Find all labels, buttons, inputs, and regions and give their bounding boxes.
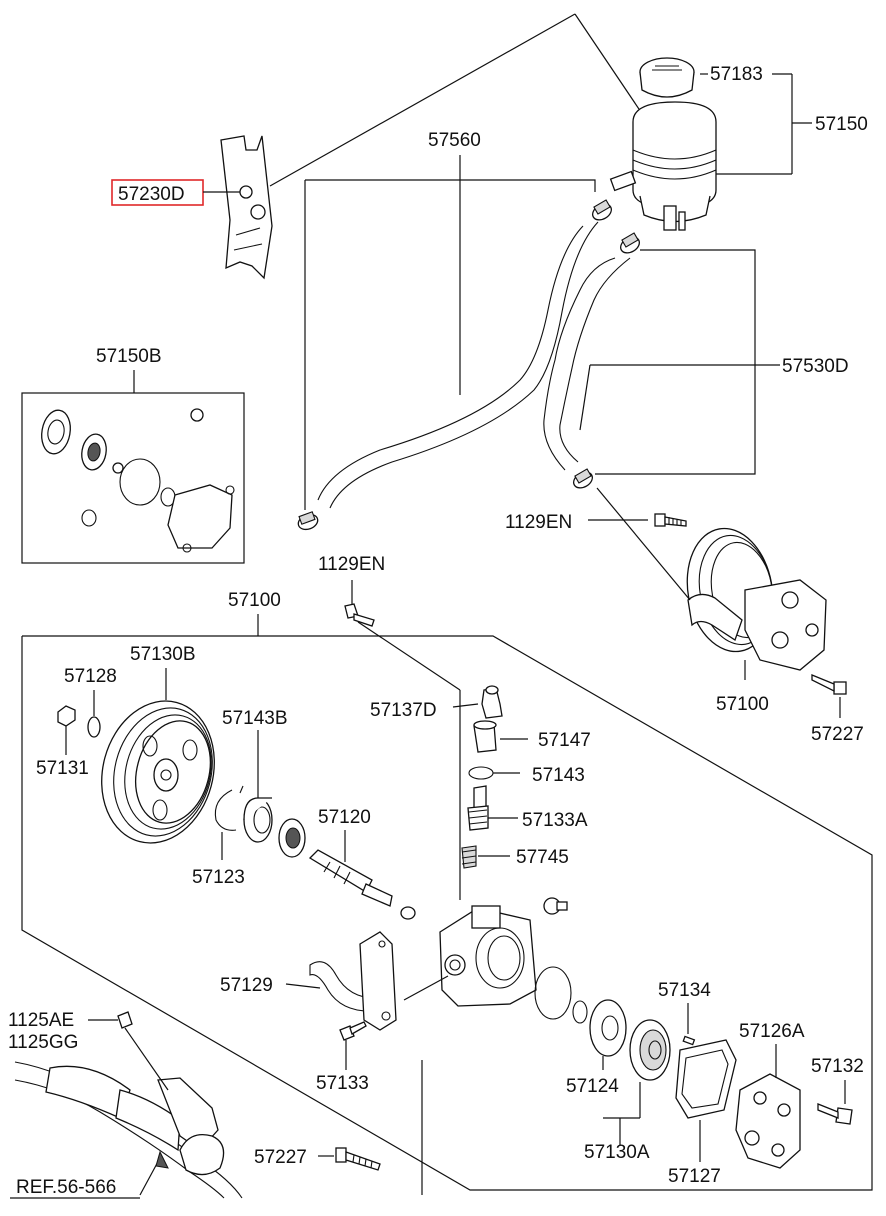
bearing [41, 409, 71, 455]
pump-housing [357, 621, 568, 1007]
pump-assembly-small [588, 487, 847, 718]
label-57133: 57133 [316, 1073, 369, 1094]
shaft-57120 [308, 830, 416, 920]
assembly-outline [21, 13, 873, 1195]
label-1125AE: 1125AE [8, 1010, 74, 1031]
steering-rack [14, 1011, 243, 1199]
label-57147: 57147 [538, 730, 591, 751]
label-57227-lower: 57227 [254, 1147, 307, 1168]
bolt-57227 [811, 674, 847, 695]
label-57126A: 57126A [739, 1021, 805, 1042]
pin-57134 [682, 1003, 696, 1046]
seal-57143B [278, 818, 306, 858]
label-57150B: 57150B [96, 346, 162, 367]
bolt-1129EN [654, 513, 687, 527]
gasket-57127 [675, 1039, 737, 1162]
label-ref: REF.56-566 [16, 1177, 116, 1198]
label-57745: 57745 [516, 847, 569, 868]
label-1129EN-upper: 1129EN [505, 512, 572, 533]
label-1129EN-lower: 1129EN [318, 554, 385, 575]
hose-clamp [297, 511, 319, 531]
rotor-57130A [603, 1019, 671, 1145]
cam-ring-57124 [534, 966, 627, 1070]
label-1125GG: 1125GG [8, 1032, 78, 1053]
label-57143B: 57143B [222, 708, 288, 729]
kit-box-57150B [21, 392, 245, 564]
label-57123: 57123 [192, 867, 245, 888]
label-57183: 57183 [710, 64, 763, 85]
kit-contents [41, 370, 235, 553]
label-57137D: 57137D [370, 700, 437, 721]
bracket-57230D [220, 135, 273, 280]
bolt-1129EN-lower [344, 580, 375, 627]
cover-57126A [735, 1044, 801, 1169]
hose-clamp [620, 232, 640, 254]
reservoir [609, 57, 717, 231]
bearing-57143B [243, 730, 273, 843]
label-57128: 57128 [64, 666, 117, 687]
label-57130B: 57130B [130, 644, 196, 665]
label-57530D: 57530D [782, 356, 849, 377]
label-57131: 57131 [36, 758, 89, 779]
seal [81, 433, 107, 471]
label-57129: 57129 [220, 975, 273, 996]
label-57124: 57124 [566, 1076, 619, 1097]
label-57230D: 57230D [118, 184, 185, 205]
label-57100-main: 57100 [228, 590, 281, 611]
label-57143: 57143 [532, 765, 585, 786]
bolt-57133 [339, 1021, 367, 1070]
valve-stack [452, 685, 528, 869]
label-57120: 57120 [318, 807, 371, 828]
label-57100-right: 57100 [716, 694, 769, 715]
bolt-57132 [817, 1080, 853, 1125]
pipe-57129 [285, 931, 397, 1031]
hose-57530D [543, 232, 756, 489]
callout-labels: 57183 57150 57560 57230D 57530D 57150B 1… [8, 64, 868, 1199]
label-57134: 57134 [658, 980, 711, 1001]
label-57227-right: 57227 [811, 724, 864, 745]
nut-57131 [57, 705, 76, 755]
washer-57128 [87, 690, 101, 738]
label-57132: 57132 [811, 1056, 864, 1077]
label-57560: 57560 [428, 130, 481, 151]
label-57130A: 57130A [584, 1142, 650, 1163]
label-57127: 57127 [668, 1166, 721, 1187]
hose-57560 [297, 155, 612, 531]
pulley-57130B [101, 668, 215, 844]
snap-ring-57123 [214, 785, 244, 860]
bolt-57227-lower [318, 1147, 381, 1171]
hose-clamp [573, 468, 593, 489]
hose-clamp [592, 199, 612, 221]
label-57133A: 57133A [522, 810, 588, 831]
label-57150: 57150 [815, 114, 868, 135]
